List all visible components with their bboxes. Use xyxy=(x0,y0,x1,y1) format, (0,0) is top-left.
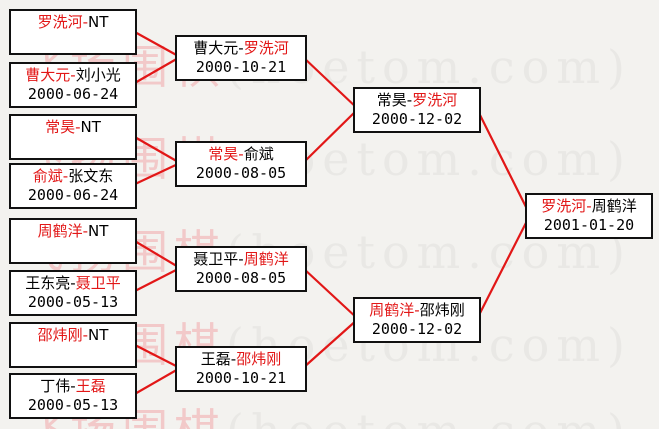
player-name: 丁伟- xyxy=(40,377,76,395)
match-players: 邵炜刚-NT xyxy=(11,326,135,345)
match-players: 王东亮-聂卫平 xyxy=(11,274,135,293)
match-date: 2000-08-05 xyxy=(195,269,287,287)
player-name: 王磊- xyxy=(200,350,237,368)
match-date: 2000-12-02 xyxy=(371,110,463,128)
player-name: 俞斌- xyxy=(32,167,69,185)
player-name: NT xyxy=(88,13,109,31)
match-box-r1-5: 周鹤洋-NT xyxy=(9,218,137,264)
match-players: 俞斌-张文东 xyxy=(11,167,135,186)
match-date: 2000-10-21 xyxy=(195,58,287,76)
match-players: 罗洗河-周鹤洋 xyxy=(527,197,651,216)
match-date: 2000-12-02 xyxy=(371,320,463,338)
player-name: 邵炜刚 xyxy=(236,350,282,368)
player-name: NT xyxy=(80,118,101,136)
player-name: NT xyxy=(88,222,109,240)
match-players: 常昊-罗洗河 xyxy=(355,91,479,110)
player-name: 聂卫平 xyxy=(75,274,121,292)
player-name: 罗洗河- xyxy=(37,13,89,31)
player-name: NT xyxy=(88,326,109,344)
match-players: 常昊-俞斌 xyxy=(177,145,305,164)
match-date: 2000-05-13 xyxy=(27,396,119,414)
player-name: 周鹤洋- xyxy=(37,222,89,240)
player-name: 周鹤洋 xyxy=(591,197,637,215)
player-name: 曹大元- xyxy=(193,39,244,57)
player-name: 周鹤洋 xyxy=(243,250,289,268)
match-players: 周鹤洋-邵炜刚 xyxy=(355,301,479,320)
match-players: 王磊-邵炜刚 xyxy=(177,350,305,369)
match-players: 曹大元-刘小光 xyxy=(11,66,135,85)
match-box-r1-3: 常昊-NT xyxy=(9,114,137,160)
match-players: 常昊-NT xyxy=(11,118,135,137)
player-name: 张文东 xyxy=(68,167,114,185)
player-name: 曹大元- xyxy=(25,66,76,84)
player-name: 刘小光 xyxy=(75,66,121,84)
player-name: 聂卫平- xyxy=(193,250,244,268)
match-players: 丁伟-王磊 xyxy=(11,377,135,396)
player-name: 王东亮- xyxy=(25,274,76,292)
player-name: 常昊- xyxy=(45,118,81,136)
player-name: 罗洗河 xyxy=(243,39,289,57)
match-date: 2001-01-20 xyxy=(543,216,635,234)
player-name: 常昊- xyxy=(376,91,413,109)
player-name: 常昊- xyxy=(208,145,244,163)
match-date: 2000-05-13 xyxy=(27,293,119,311)
match-players: 罗洗河-NT xyxy=(11,13,135,32)
match-players: 周鹤洋-NT xyxy=(11,222,135,241)
player-name: 罗洗河- xyxy=(541,197,592,215)
match-players: 曹大元-罗洗河 xyxy=(177,39,305,58)
match-date: 2000-06-24 xyxy=(27,186,119,204)
player-name: 罗洗河 xyxy=(412,91,458,109)
player-name: 邵炜刚 xyxy=(419,301,465,319)
player-name: 周鹤洋- xyxy=(369,301,420,319)
match-box-r1-1: 罗洗河-NT xyxy=(9,9,137,55)
match-players: 聂卫平-周鹤洋 xyxy=(177,250,305,269)
watermark-en-text: (hoetom.com) xyxy=(226,404,632,429)
player-name: 邵炜刚- xyxy=(37,326,89,344)
match-date: 2000-06-24 xyxy=(27,85,119,103)
match-date: 2000-08-05 xyxy=(195,164,287,182)
match-box-r1-7: 邵炜刚-NT xyxy=(9,322,137,368)
player-name: 俞斌 xyxy=(243,145,274,163)
match-date: 2000-10-21 xyxy=(195,369,287,387)
player-name: 王磊 xyxy=(75,377,106,395)
